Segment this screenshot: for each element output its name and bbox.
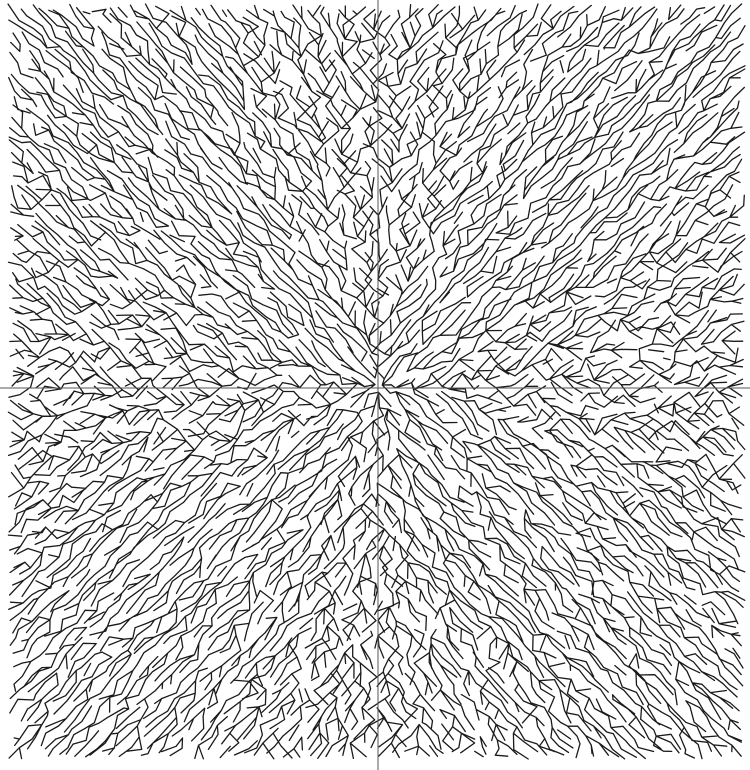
branch-network xyxy=(8,4,745,759)
branch-paths xyxy=(8,4,745,759)
